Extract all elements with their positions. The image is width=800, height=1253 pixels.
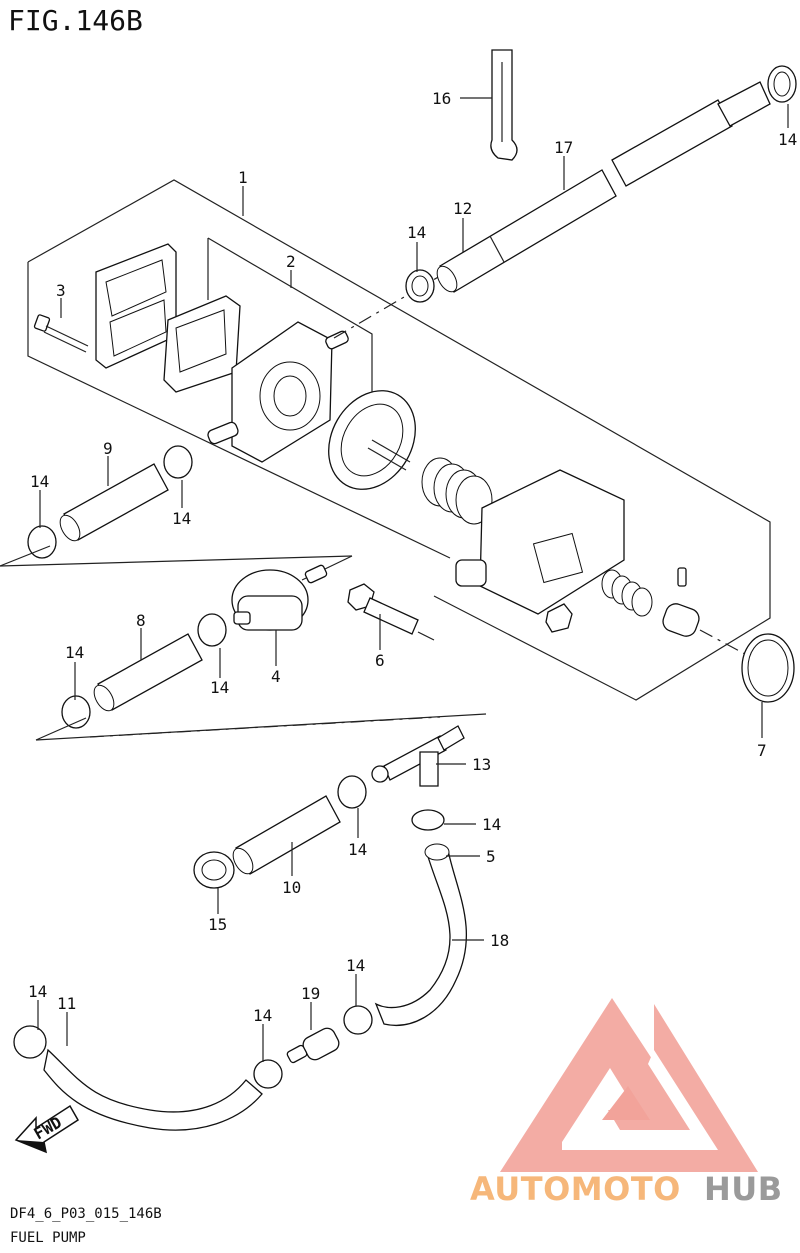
- callout-14-e: 14: [65, 643, 84, 662]
- callout-7: 7: [757, 741, 767, 760]
- callout-13: 13: [472, 755, 491, 774]
- figure-name: FUEL PUMP: [10, 1230, 86, 1246]
- callout-11: 11: [57, 994, 76, 1013]
- assembly-frame-left: [27, 262, 451, 559]
- watermark-automoto: AUTOMOTO: [470, 1170, 681, 1208]
- callout-14-k: 14: [28, 982, 47, 1001]
- figure-title: FIG.146B: [8, 4, 143, 37]
- screw-part-3: [33, 314, 89, 353]
- fuel-hose-part-11: [43, 1048, 263, 1131]
- callout-14-c: 14: [30, 472, 49, 491]
- callout-12: 12: [453, 199, 472, 218]
- callout-16: 16: [432, 89, 451, 108]
- callout-14-b: 14: [407, 223, 426, 242]
- pump-cover-plate: [95, 243, 177, 369]
- fuel-hose-part-8: [61, 613, 227, 729]
- callout-9: 9: [103, 439, 113, 458]
- callout-14-i: 14: [346, 956, 365, 975]
- watermark-logo: [500, 998, 758, 1172]
- fuel-filter-part-4: [231, 564, 328, 631]
- callout-4: 4: [271, 667, 281, 686]
- leader-lines: [37, 97, 789, 1062]
- hose-clamp-mid: [405, 269, 435, 303]
- callout-14-a: 14: [778, 130, 797, 149]
- callout-19: 19: [301, 984, 320, 1003]
- callout-2: 2: [286, 252, 296, 271]
- callout-3: 3: [56, 281, 66, 300]
- callout-14-f: 14: [210, 678, 229, 697]
- fuel-hose-part-18: [374, 849, 468, 1026]
- figure-code: DF4_6_P03_015_146B: [10, 1206, 162, 1222]
- callout-14-g: 14: [482, 815, 501, 834]
- diaphragm-spring: [421, 457, 493, 525]
- sub-assembly-frame: [207, 237, 373, 398]
- inline-filter-part-19: [286, 1005, 373, 1064]
- fuel-hose-part-12-17: [436, 81, 771, 293]
- hose-clamp-top-right: [767, 65, 797, 103]
- callout-17: 17: [554, 138, 573, 157]
- fuel-hose-part-9: [27, 445, 193, 559]
- callout-1: 1: [238, 168, 248, 187]
- assembly-frame-outline: [27, 179, 771, 701]
- fuel-hose-part-10: [232, 775, 367, 875]
- plunger-spring: [545, 567, 700, 637]
- t-joint-part-13: [371, 725, 465, 787]
- callout-5: 5: [486, 847, 496, 866]
- hose-clamp-part-15: [193, 851, 235, 889]
- callout-8: 8: [136, 611, 146, 630]
- diaphragm: [328, 390, 416, 490]
- callout-15: 15: [208, 915, 227, 934]
- hose-clamp-bottom-left: [13, 1025, 47, 1059]
- pump-housing: [455, 469, 625, 615]
- hose-clamp-part-14-right: [411, 809, 445, 831]
- watermark-hub: HUB: [704, 1170, 783, 1208]
- callout-14-j: 14: [253, 1006, 272, 1025]
- callout-10: 10: [282, 878, 301, 897]
- callout-14-d: 14: [172, 509, 191, 528]
- hose-clamp-bottom-mid: [253, 1059, 283, 1089]
- fwd-arrow-icon: [14, 1104, 80, 1154]
- pump-body: [207, 321, 349, 463]
- callout-18: 18: [490, 931, 509, 950]
- hose-clip-part-16: [490, 49, 518, 161]
- bolt-part-6: [347, 583, 419, 635]
- callout-14-h: 14: [348, 840, 367, 859]
- callout-6: 6: [375, 651, 385, 670]
